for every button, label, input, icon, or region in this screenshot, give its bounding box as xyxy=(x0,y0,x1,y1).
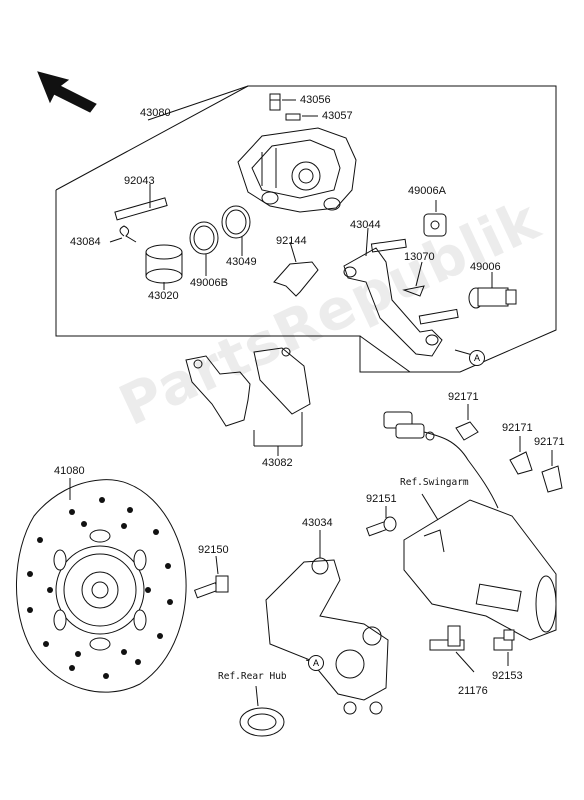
part-label-43057: 43057 xyxy=(322,110,353,122)
dust-seal xyxy=(221,205,251,239)
stopper-shaft xyxy=(429,625,465,651)
bracket-clip xyxy=(402,285,425,297)
pad-spring xyxy=(273,261,319,297)
stopper-bolt xyxy=(493,629,515,651)
brake-disc xyxy=(15,479,187,693)
caliper-body xyxy=(237,127,357,213)
part-label-49006b: 49006B xyxy=(190,277,228,289)
part-label-21176: 21176 xyxy=(458,685,488,697)
clamp-2 xyxy=(509,451,533,475)
slide-pin-boot xyxy=(468,287,517,309)
part-label-92171-b: 92171 xyxy=(502,422,533,434)
marker-a-bracket: A xyxy=(308,655,324,671)
part-label-43056: 43056 xyxy=(300,94,331,106)
caliper-bracket xyxy=(343,238,459,357)
ref-rear-hub-label: Ref.Rear Hub xyxy=(218,671,287,682)
caliper-pin xyxy=(114,197,168,221)
sensor-connector xyxy=(383,411,499,509)
part-label-13070: 13070 xyxy=(404,251,435,263)
part-label-92171-a: 92171 xyxy=(448,391,479,403)
part-label-92171-c: 92171 xyxy=(534,436,565,448)
part-label-43080: 43080 xyxy=(140,107,171,119)
disc-bolt xyxy=(193,575,229,599)
ref-swingarm-label: Ref.Swingarm xyxy=(400,477,469,488)
part-label-43049: 43049 xyxy=(226,256,257,268)
brake-pads xyxy=(185,347,311,427)
part-label-92043: 92043 xyxy=(124,175,155,187)
part-label-43034: 43034 xyxy=(302,517,333,529)
part-label-92150: 92150 xyxy=(198,544,229,556)
front-direction-arrow xyxy=(37,71,97,113)
clamp-3 xyxy=(541,465,563,493)
part-label-92153: 92153 xyxy=(492,670,523,682)
swingarm xyxy=(403,499,557,641)
part-label-43044: 43044 xyxy=(350,219,381,231)
marker-a-caliper: A xyxy=(469,350,485,366)
part-label-43020: 43020 xyxy=(148,290,179,302)
part-label-49006: 49006 xyxy=(470,261,501,273)
part-label-49006a: 49006A xyxy=(408,185,446,197)
pin-clip xyxy=(119,225,137,243)
part-label-92151: 92151 xyxy=(366,493,397,505)
clamp-1 xyxy=(455,421,479,441)
part-label-43084: 43084 xyxy=(70,236,101,248)
boot xyxy=(423,213,447,237)
piston-seal xyxy=(189,221,219,255)
piston xyxy=(145,244,183,284)
part-label-92144: 92144 xyxy=(276,235,307,247)
bracket-bolt xyxy=(365,516,397,537)
part-label-41080: 41080 xyxy=(54,465,85,477)
caliper-mount-bracket xyxy=(265,557,389,715)
bleed-valve xyxy=(269,93,301,121)
part-label-43082: 43082 xyxy=(262,457,293,469)
hub-collar xyxy=(239,707,285,737)
caliper-assembly-boundary xyxy=(55,85,557,373)
